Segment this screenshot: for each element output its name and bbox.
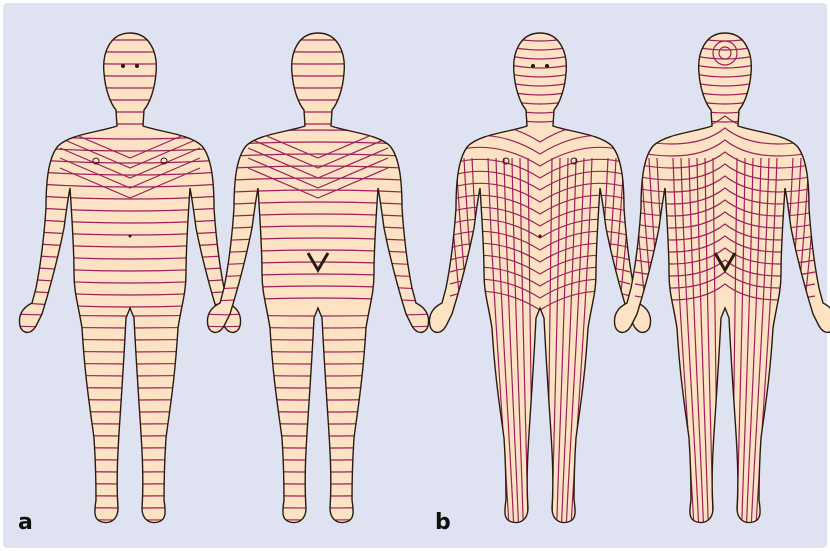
body-figure-b-back (615, 33, 830, 523)
body-figure-a-back (198, 33, 438, 522)
body-figure-a-front (10, 33, 250, 522)
body-figure-b-front (430, 33, 651, 523)
panel-label-b: b (435, 510, 451, 535)
panel-label-a: a (18, 510, 33, 535)
